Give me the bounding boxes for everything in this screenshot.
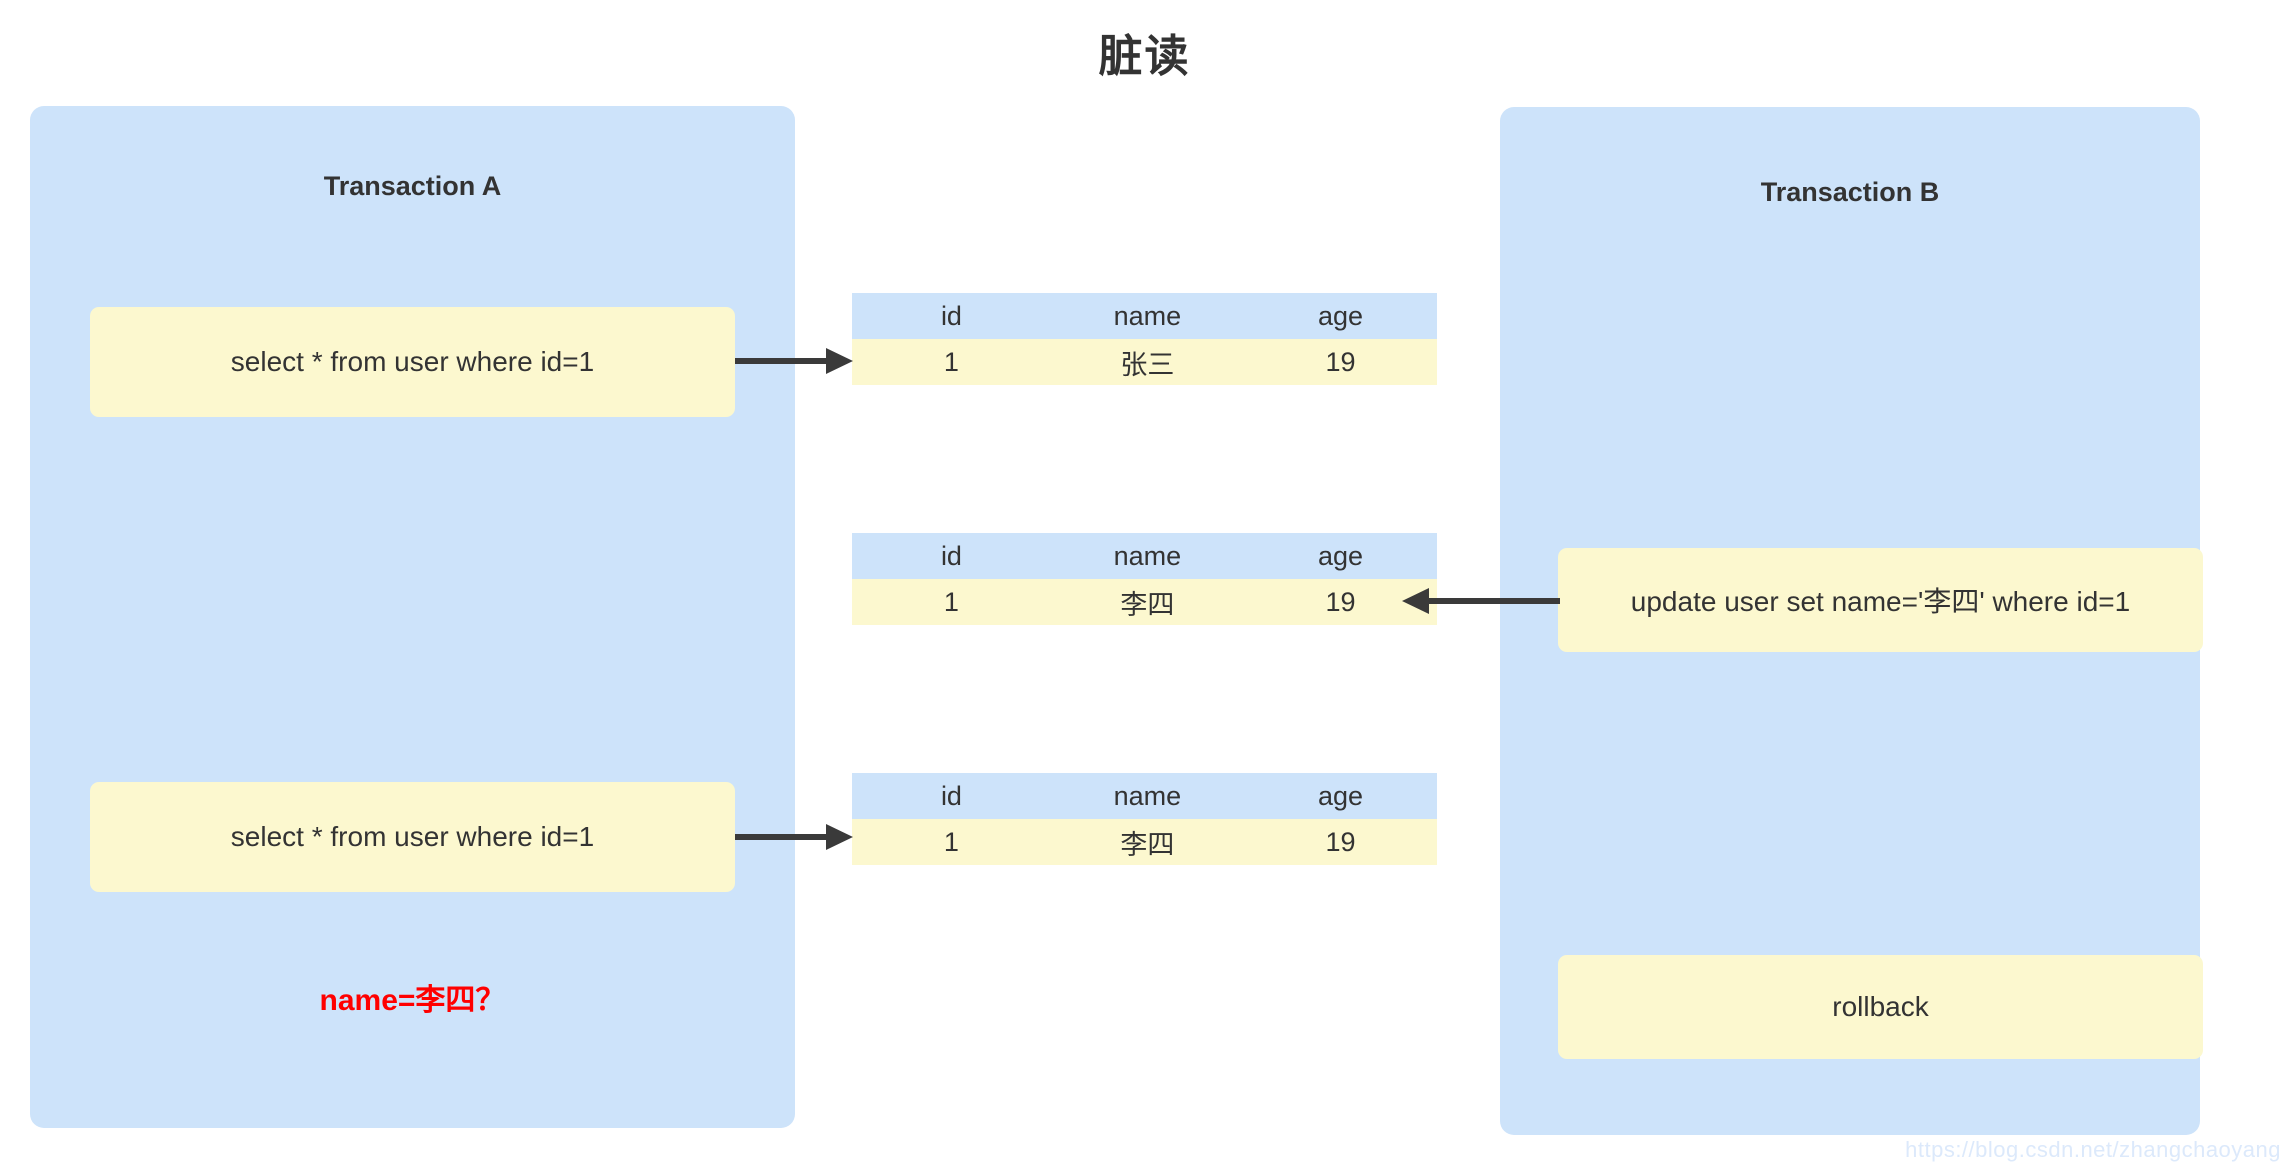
result-table-2: id name age 1 李四 19 bbox=[852, 533, 1437, 625]
cell-age: 19 bbox=[1325, 826, 1356, 857]
table-header-row: id name age bbox=[852, 293, 1437, 339]
column-header-name: name bbox=[1113, 300, 1182, 331]
transaction-b-statement-2[interactable]: rollback bbox=[1558, 955, 2203, 1059]
transaction-a-statement-1[interactable]: select * from user where id=1 bbox=[90, 307, 735, 417]
column-header-name: name bbox=[1113, 540, 1182, 571]
column-header-id: id bbox=[940, 780, 962, 811]
transaction-b-statement-1[interactable]: update user set name='李四' where id=1 bbox=[1558, 548, 2203, 652]
column-header-age: age bbox=[1317, 540, 1363, 571]
arrow-head bbox=[826, 824, 853, 850]
table-row: 1 李四 19 bbox=[852, 819, 1437, 865]
transaction-a-statement-2[interactable]: select * from user where id=1 bbox=[90, 782, 735, 892]
cell-id: 1 bbox=[943, 826, 959, 857]
cell-name: 李四 bbox=[1120, 829, 1175, 860]
dirty-read-note: name=李四？ bbox=[319, 984, 506, 1017]
result-table-3: id name age 1 李四 19 bbox=[852, 773, 1437, 865]
column-header-name: name bbox=[1113, 780, 1182, 811]
cell-name: 李四 bbox=[1120, 589, 1175, 620]
cell-id: 1 bbox=[943, 346, 959, 377]
arrow-shaft bbox=[1428, 598, 1560, 604]
arrow-shaft bbox=[735, 358, 827, 364]
column-header-id: id bbox=[940, 540, 962, 571]
cell-age: 19 bbox=[1325, 586, 1356, 617]
arrow-right-icon bbox=[735, 824, 853, 850]
column-header-id: id bbox=[940, 300, 962, 331]
arrow-right-icon bbox=[735, 348, 853, 374]
column-header-age: age bbox=[1317, 300, 1363, 331]
table-header-row: id name age bbox=[852, 773, 1437, 819]
table-row: 1 李四 19 bbox=[852, 579, 1437, 625]
result-table-1: id name age 1 张三 19 bbox=[852, 293, 1437, 385]
cell-id: 1 bbox=[943, 586, 959, 617]
page-title: 脏读 bbox=[1098, 32, 1191, 81]
table-header-row: id name age bbox=[852, 533, 1437, 579]
arrow-head bbox=[826, 348, 853, 374]
arrow-shaft bbox=[735, 834, 827, 840]
transaction-a-title: Transaction A bbox=[323, 171, 502, 201]
cell-age: 19 bbox=[1325, 346, 1356, 377]
table-row: 1 张三 19 bbox=[852, 339, 1437, 385]
cell-name: 张三 bbox=[1120, 349, 1175, 380]
arrow-head bbox=[1402, 588, 1429, 614]
arrow-left-icon bbox=[1402, 588, 1560, 614]
watermark: https://blog.csdn.net/zhangchaoyang bbox=[1905, 1137, 2281, 1162]
column-header-age: age bbox=[1317, 780, 1363, 811]
transaction-a-panel: Transaction A bbox=[30, 106, 795, 1128]
transaction-b-title: Transaction B bbox=[1760, 177, 1940, 207]
